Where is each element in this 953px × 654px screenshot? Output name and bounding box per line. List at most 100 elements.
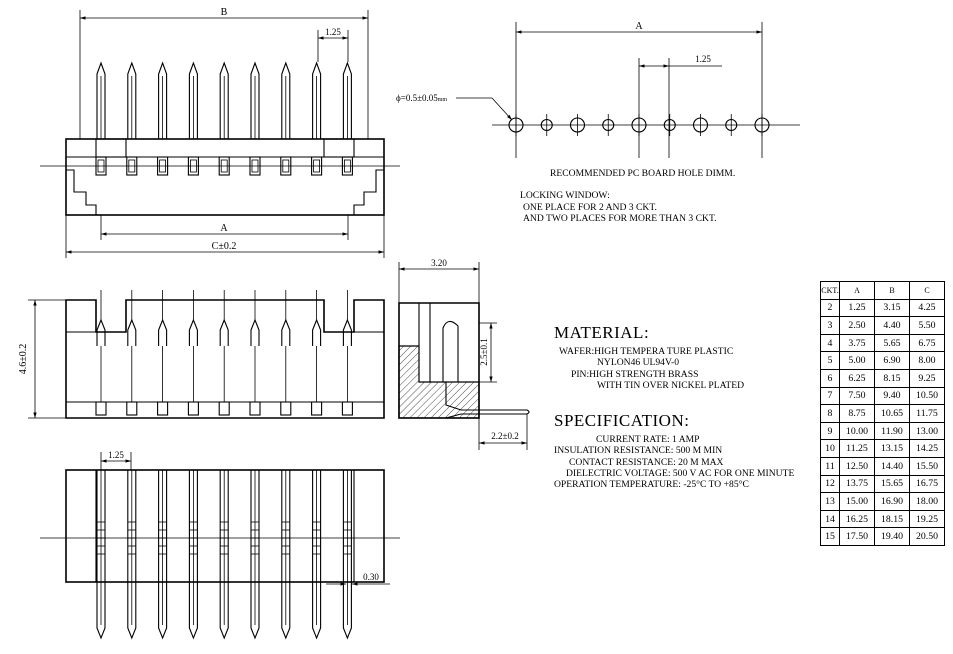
table-cell: 16.25	[839, 509, 875, 529]
hole-notes: RECOMMENDED PC BOARD HOLE DIMM. LOCKING …	[520, 168, 735, 224]
hole-dim-pitch: 1.25	[695, 54, 711, 64]
table-cell: 7	[820, 386, 840, 406]
bottom-view-pin	[281, 470, 291, 640]
hole-diameter-unit: mm	[438, 97, 448, 103]
front-view-pin	[187, 290, 199, 416]
bottom-view: 1.25 0.30	[40, 450, 400, 640]
bottom-view-pin	[96, 470, 106, 640]
material-plating: WITH TIN OVER NICKEL PLATED	[597, 379, 745, 391]
table-header-b: B	[874, 281, 910, 300]
table-cell: 5.00	[839, 351, 875, 370]
table-cell: 14.25	[909, 439, 945, 458]
side-height-label: 2.5±0.1	[479, 338, 489, 365]
table-cell: 2	[820, 298, 840, 318]
table-cell: 13	[820, 492, 840, 511]
dim-b-label: B	[221, 7, 228, 18]
front-view-pin	[95, 290, 107, 416]
bottom-view-pin	[342, 470, 352, 640]
dim-pitch-top: 1.25	[325, 27, 341, 37]
table-cell: 17.50	[839, 527, 875, 546]
bottom-pitch-label: 1.25	[108, 450, 124, 460]
table-cell: 9	[820, 421, 840, 441]
front-view-pin	[311, 290, 323, 416]
front-view-pin	[218, 290, 230, 416]
side-view: 3.20 2.5±0.1 2.2±0.2	[398, 258, 530, 450]
locking-window-title: LOCKING WINDOW:	[520, 190, 610, 202]
top-view: B 1.25 A C±0.2	[40, 7, 400, 258]
table-cell: 8.00	[909, 351, 945, 370]
specification-section: SPECIFICATION: CURRENT RATE: 1 AMP INSUL…	[554, 411, 794, 491]
table-header-ckt: CKT.	[820, 281, 840, 300]
spec-current: CURRENT RATE: 1 AMP	[596, 434, 700, 446]
table-cell: 16.75	[909, 474, 945, 494]
pcb-hole	[540, 114, 553, 136]
table-cell: 6.25	[839, 368, 875, 388]
locking-window-line-1: ONE PLACE FOR 2 AND 3 CKT.	[523, 201, 657, 213]
table-cell: 3	[820, 316, 840, 335]
bottom-pin-width-label: 0.30	[363, 572, 379, 582]
table-cell: 3.15	[874, 298, 910, 318]
table-cell: 15.00	[839, 492, 875, 511]
table-header-row: CKT. A B C	[820, 281, 945, 300]
top-view-pin	[126, 61, 138, 176]
pcb-hole	[663, 114, 676, 136]
bottom-view-pin	[188, 470, 198, 640]
table-cell: 3.75	[839, 333, 875, 353]
hole-diameter-label: ϕ=0.5±0.05	[396, 93, 438, 103]
table-cell: 6	[820, 368, 840, 388]
table-cell: 8.15	[874, 368, 910, 388]
table-cell: 16.90	[874, 492, 910, 511]
bottom-view-pin	[219, 470, 229, 640]
top-view-housing	[65, 138, 385, 216]
recommended-hole-note: RECOMMENDED PC BOARD HOLE DIMM.	[550, 168, 736, 179]
table-cell: 11.90	[874, 421, 910, 441]
front-height-label: 4.6±0.2	[18, 344, 29, 375]
spec-contact: CONTACT RESISTANCE: 20 M MAX	[569, 456, 724, 468]
locking-window-line-2: AND TWO PLACES FOR MORE THAN 3 CKT.	[523, 212, 717, 224]
table-cell: 10.00	[839, 421, 875, 441]
top-view-pin	[157, 61, 169, 176]
table-cell: 5.65	[874, 333, 910, 353]
material-title: MATERIAL:	[554, 323, 650, 342]
bottom-view-pin	[127, 470, 137, 640]
table-cell: 5	[820, 351, 840, 370]
material-wafer: WAFER:HIGH TEMPERA TURE PLASTIC	[559, 346, 734, 358]
side-pin-label: 2.2±0.2	[491, 431, 518, 441]
table-cell: 8	[820, 404, 840, 423]
material-pin: PIN:HIGH STRENGTH BRASS	[571, 368, 699, 380]
spec-operation: OPERATION TEMPERATURE: -25°C TO +85°C	[554, 479, 749, 491]
side-view-hatched-section	[398, 345, 480, 419]
table-cell: 7.50	[839, 386, 875, 406]
table-cell: 20.50	[909, 527, 945, 546]
front-view-pin	[126, 290, 138, 416]
top-view-pin	[218, 61, 230, 176]
spec-dielectric: DIELECTRIC VOLTAGE: 500 V AC FOR ONE MIN…	[566, 467, 795, 479]
front-view-pin	[249, 290, 261, 416]
table-cell: 6.75	[909, 333, 945, 353]
table-cell: 9.40	[874, 386, 910, 406]
table-cell: 10.65	[874, 404, 910, 423]
top-view-pin	[311, 61, 323, 176]
table-cell: 12	[820, 474, 840, 494]
front-view-housing	[65, 299, 385, 419]
table-cell: 11.25	[839, 439, 875, 458]
table-cell: 18.00	[909, 492, 945, 511]
pcb-hole	[569, 114, 586, 136]
top-view-pin	[341, 61, 353, 176]
table-cell: 10	[820, 439, 840, 458]
dim-c-label: C±0.2	[212, 241, 237, 252]
specification-title: SPECIFICATION:	[554, 411, 690, 430]
